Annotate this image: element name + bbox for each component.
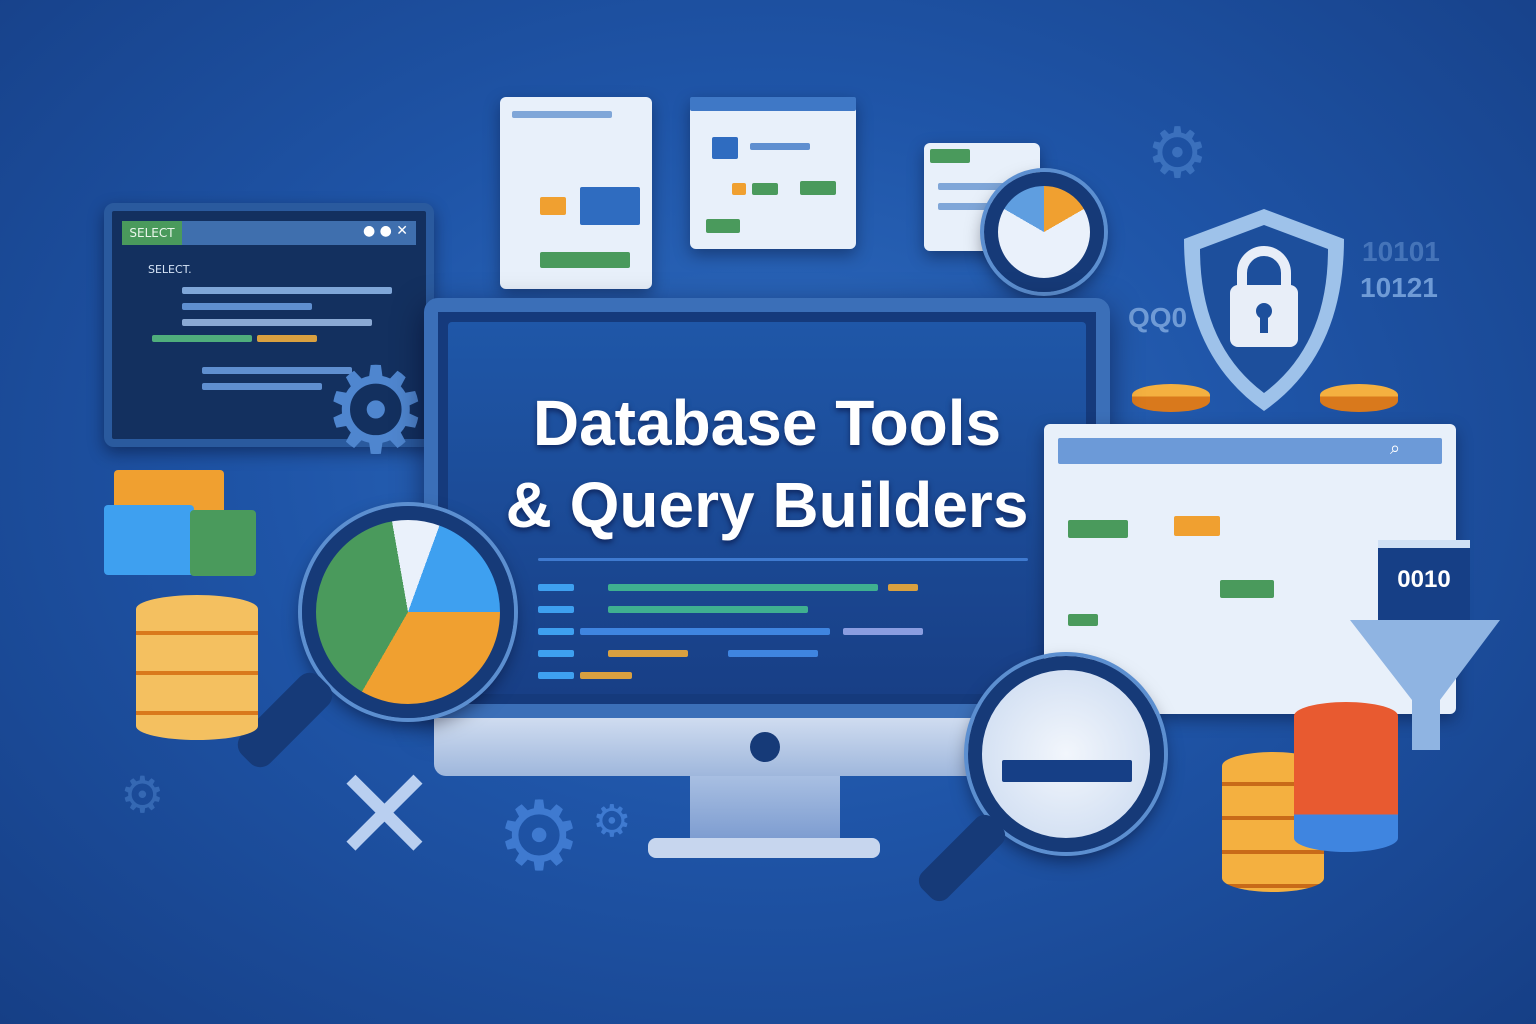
- monitor: Database Tools & Query Builders: [424, 298, 1110, 718]
- coin-icon: [1320, 384, 1398, 412]
- gear-icon: ⚙: [592, 796, 632, 847]
- gear-icon: ⚙: [322, 342, 430, 481]
- database-icon: [1294, 702, 1398, 852]
- clock-icon: [984, 172, 1104, 292]
- code-line-bar: [182, 303, 312, 310]
- data-block-icon: [104, 505, 194, 575]
- diagram-panel: [500, 97, 652, 289]
- gear-icon: ⚙: [496, 780, 583, 892]
- code-line-bar: [182, 319, 372, 326]
- binary-text: QQ0: [1128, 302, 1188, 333]
- power-button: [750, 732, 780, 762]
- code-line-bar: [202, 383, 322, 390]
- funnel-label: 0010: [1397, 566, 1451, 593]
- binary-text: 10101: [1362, 236, 1440, 267]
- magnifier-handle: [913, 809, 1011, 907]
- monitor-stand: [690, 776, 840, 840]
- window-controls: ● ● ✕: [362, 223, 408, 239]
- monitor-base: [648, 838, 880, 858]
- search-icon[interactable]: ⌕: [1390, 438, 1401, 459]
- database-icon: [136, 595, 258, 740]
- gear-icon: ⚙: [120, 766, 165, 824]
- select-tab: SELECT: [122, 221, 182, 245]
- sql-editor-window: SELECT ● ● ✕ SELECT.: [104, 203, 434, 447]
- editor-header: [182, 221, 416, 245]
- binary-text: 10121: [1360, 272, 1438, 303]
- pie-chart-magnifier: [302, 506, 514, 718]
- funnel-cone: [1350, 620, 1500, 750]
- code-line: SELECT.: [148, 263, 192, 276]
- shield-lock-icon: [1184, 209, 1344, 411]
- gear-icon: ⚙: [1146, 112, 1209, 194]
- code-line-bar: [257, 335, 317, 342]
- page-title: Database Tools & Query Builders: [505, 387, 1029, 541]
- monitor-screen: Database Tools & Query Builders: [448, 322, 1086, 694]
- diagram-panel: [690, 97, 856, 249]
- code-line-bar: [182, 287, 392, 294]
- wrench-icon: ✕: [330, 739, 439, 891]
- funnel-icon: 0010: [1378, 540, 1470, 620]
- data-block-icon: [190, 510, 256, 576]
- coin-icon: [1132, 384, 1210, 412]
- code-line-bar: [152, 335, 252, 342]
- code-line-bar: [202, 367, 352, 374]
